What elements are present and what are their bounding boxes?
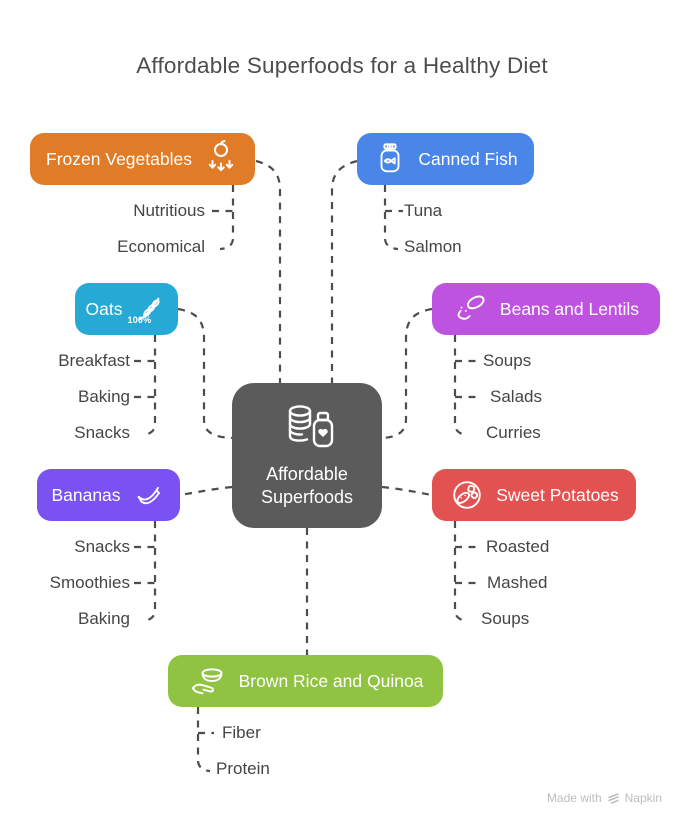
connector-bananas [179,485,233,497]
sub-item-mashed[interactable]: Mashed [487,573,548,592]
sub-item-smoothies[interactable]: Smoothies [49,573,130,592]
branch-node-bananas[interactable]: Bananas [37,469,180,521]
branch-node-oats[interactable]: Oats 100% [75,283,178,335]
branch-node-frozen-vegetables[interactable]: Frozen Vegetables [30,133,255,185]
coins-and-supplement-jar-icon [276,402,338,456]
sub-item-nutritious[interactable]: Nutritious [133,201,205,220]
central-node-label: Affordable Superfoods [260,463,354,507]
connector-canned-fish [330,159,358,383]
bananas-icon [132,478,166,512]
napkin-logo-icon [607,792,620,805]
sub-item-tuna[interactable]: Tuna [404,201,443,220]
subconnector-frozen-vegetables [219,185,235,251]
subconnector-canned-fish [383,185,399,251]
sub-item-curries[interactable]: Curries [486,423,541,442]
branch-label: Canned Fish [418,148,518,169]
branch-node-sweet-potatoes[interactable]: Sweet Potatoes [432,469,636,521]
subconnector-beans [453,335,469,437]
branch-node-brown-rice-and-quinoa[interactable]: Brown Rice and Quinoa [168,655,443,707]
sub-item-banana-snacks[interactable]: Snacks [74,537,130,556]
sub-item-roasted[interactable]: Roasted [486,537,550,556]
branch-node-canned-fish[interactable]: Canned Fish [357,133,534,185]
sub-item-protein[interactable]: Protein [216,759,270,778]
watermark-prefix: Made with [546,791,602,805]
branch-label: Sweet Potatoes [496,484,619,505]
watermark-brand: Napkin [624,791,662,805]
branch-node-beans-and-lentils[interactable]: Beans and Lentils [432,283,660,335]
beans-icon [453,292,489,326]
napkin-watermark[interactable]: Made with Napkin [547,791,662,805]
page-title: Affordable Superfoods for a Healthy Diet [136,53,548,78]
sub-item-economical[interactable]: Economical [117,237,205,256]
connector-frozen-vegetables [255,159,282,383]
sub-item-breakfast[interactable]: Breakfast [58,351,130,370]
branch-label: Oats [85,298,123,319]
connector-sweet-potatoes [381,485,433,497]
sub-item-snacks[interactable]: Snacks [74,423,130,442]
bowl-in-hand-icon [188,663,228,699]
subconnector-sweet-potatoes [453,521,469,623]
sub-item-fiber[interactable]: Fiber [222,723,261,742]
subconnector-brown-rice [196,707,211,773]
canned-fish-jar-icon [373,142,407,176]
sub-item-banana-baking[interactable]: Baking [78,609,130,628]
connector-oats [177,307,233,440]
branch-label: Frozen Vegetables [46,148,192,169]
branch-label: Bananas [51,484,121,505]
sub-item-salads[interactable]: Salads [490,387,542,406]
branch-label: Brown Rice and Quinoa [238,670,424,691]
subconnector-oats [141,335,157,437]
sweet-potato-slices-icon [449,477,485,513]
oats-badge-label: 100% [127,315,152,325]
oat-grain-icon: 100% [127,292,167,326]
central-node-affordable-superfoods[interactable]: Affordable Superfoods [232,383,382,528]
connector-beans [381,307,433,440]
frozen-vegetable-icon [203,140,239,178]
sub-item-salmon[interactable]: Salmon [404,237,462,256]
branch-label: Beans and Lentils [499,298,640,319]
sub-item-soups[interactable]: Soups [483,351,532,370]
subconnector-bananas [141,521,157,623]
sub-item-baking[interactable]: Baking [78,387,130,406]
sub-item-sp-soups[interactable]: Soups [481,609,530,628]
